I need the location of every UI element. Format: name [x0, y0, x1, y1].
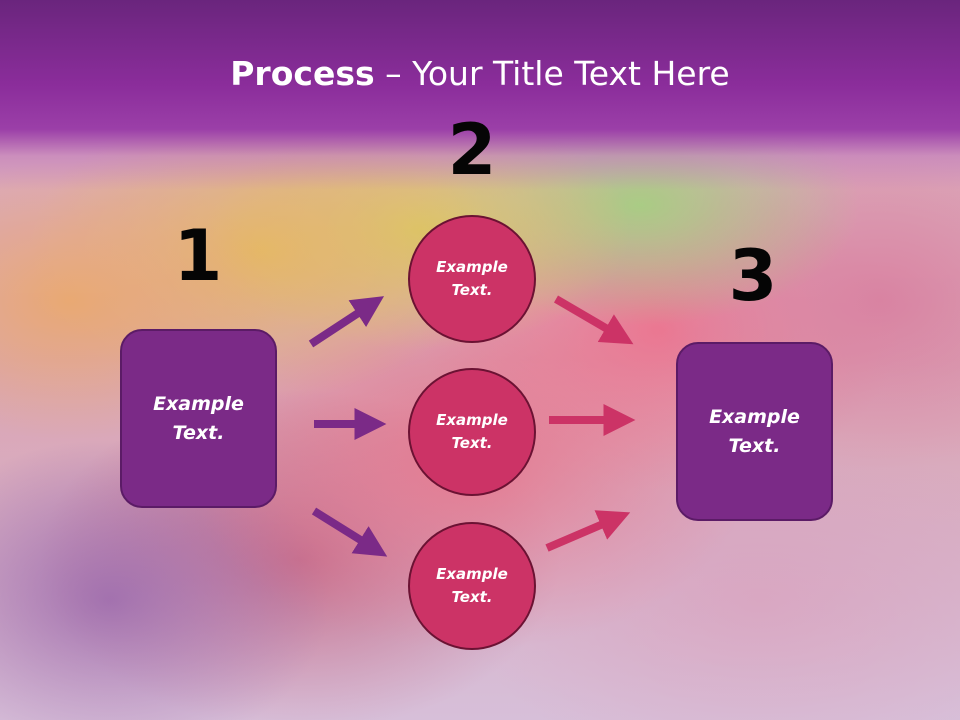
arrow-bottom-to-3 — [545, 510, 631, 552]
step-2-circle-middle: Example Text. — [408, 368, 536, 496]
circle-middle-line-2: Text. — [451, 434, 493, 452]
step-1-box: Example Text. — [120, 329, 277, 508]
title-bold: Process — [230, 54, 375, 93]
circle-top-line-2: Text. — [451, 281, 493, 299]
step-1-line-2: Text. — [172, 421, 225, 444]
step-2-circle-top: Example Text. — [408, 215, 536, 343]
arrow-top-to-3 — [553, 295, 634, 345]
arrow-1-to-bottom — [311, 507, 388, 557]
circle-bottom-line-1: Example — [436, 565, 508, 583]
step-1-line-1: Example — [153, 392, 244, 415]
slide-title: Process – Your Title Text Here — [0, 52, 960, 96]
step-2-number: 2 — [447, 109, 497, 191]
step-1-number: 1 — [173, 215, 223, 297]
step-3-number: 3 — [728, 235, 778, 317]
title-band — [0, 0, 960, 190]
step-3-line-1: Example — [709, 405, 800, 428]
step-2-circle-bottom: Example Text. — [408, 522, 536, 650]
step-3-box: Example Text. — [676, 342, 833, 521]
circle-top-line-1: Example — [436, 258, 508, 276]
circle-middle-line-1: Example — [436, 411, 508, 429]
step-3-line-2: Text. — [728, 434, 781, 457]
title-rest: – Your Title Text Here — [374, 54, 730, 93]
arrow-1-to-top — [308, 296, 385, 348]
circle-bottom-line-2: Text. — [451, 588, 493, 606]
